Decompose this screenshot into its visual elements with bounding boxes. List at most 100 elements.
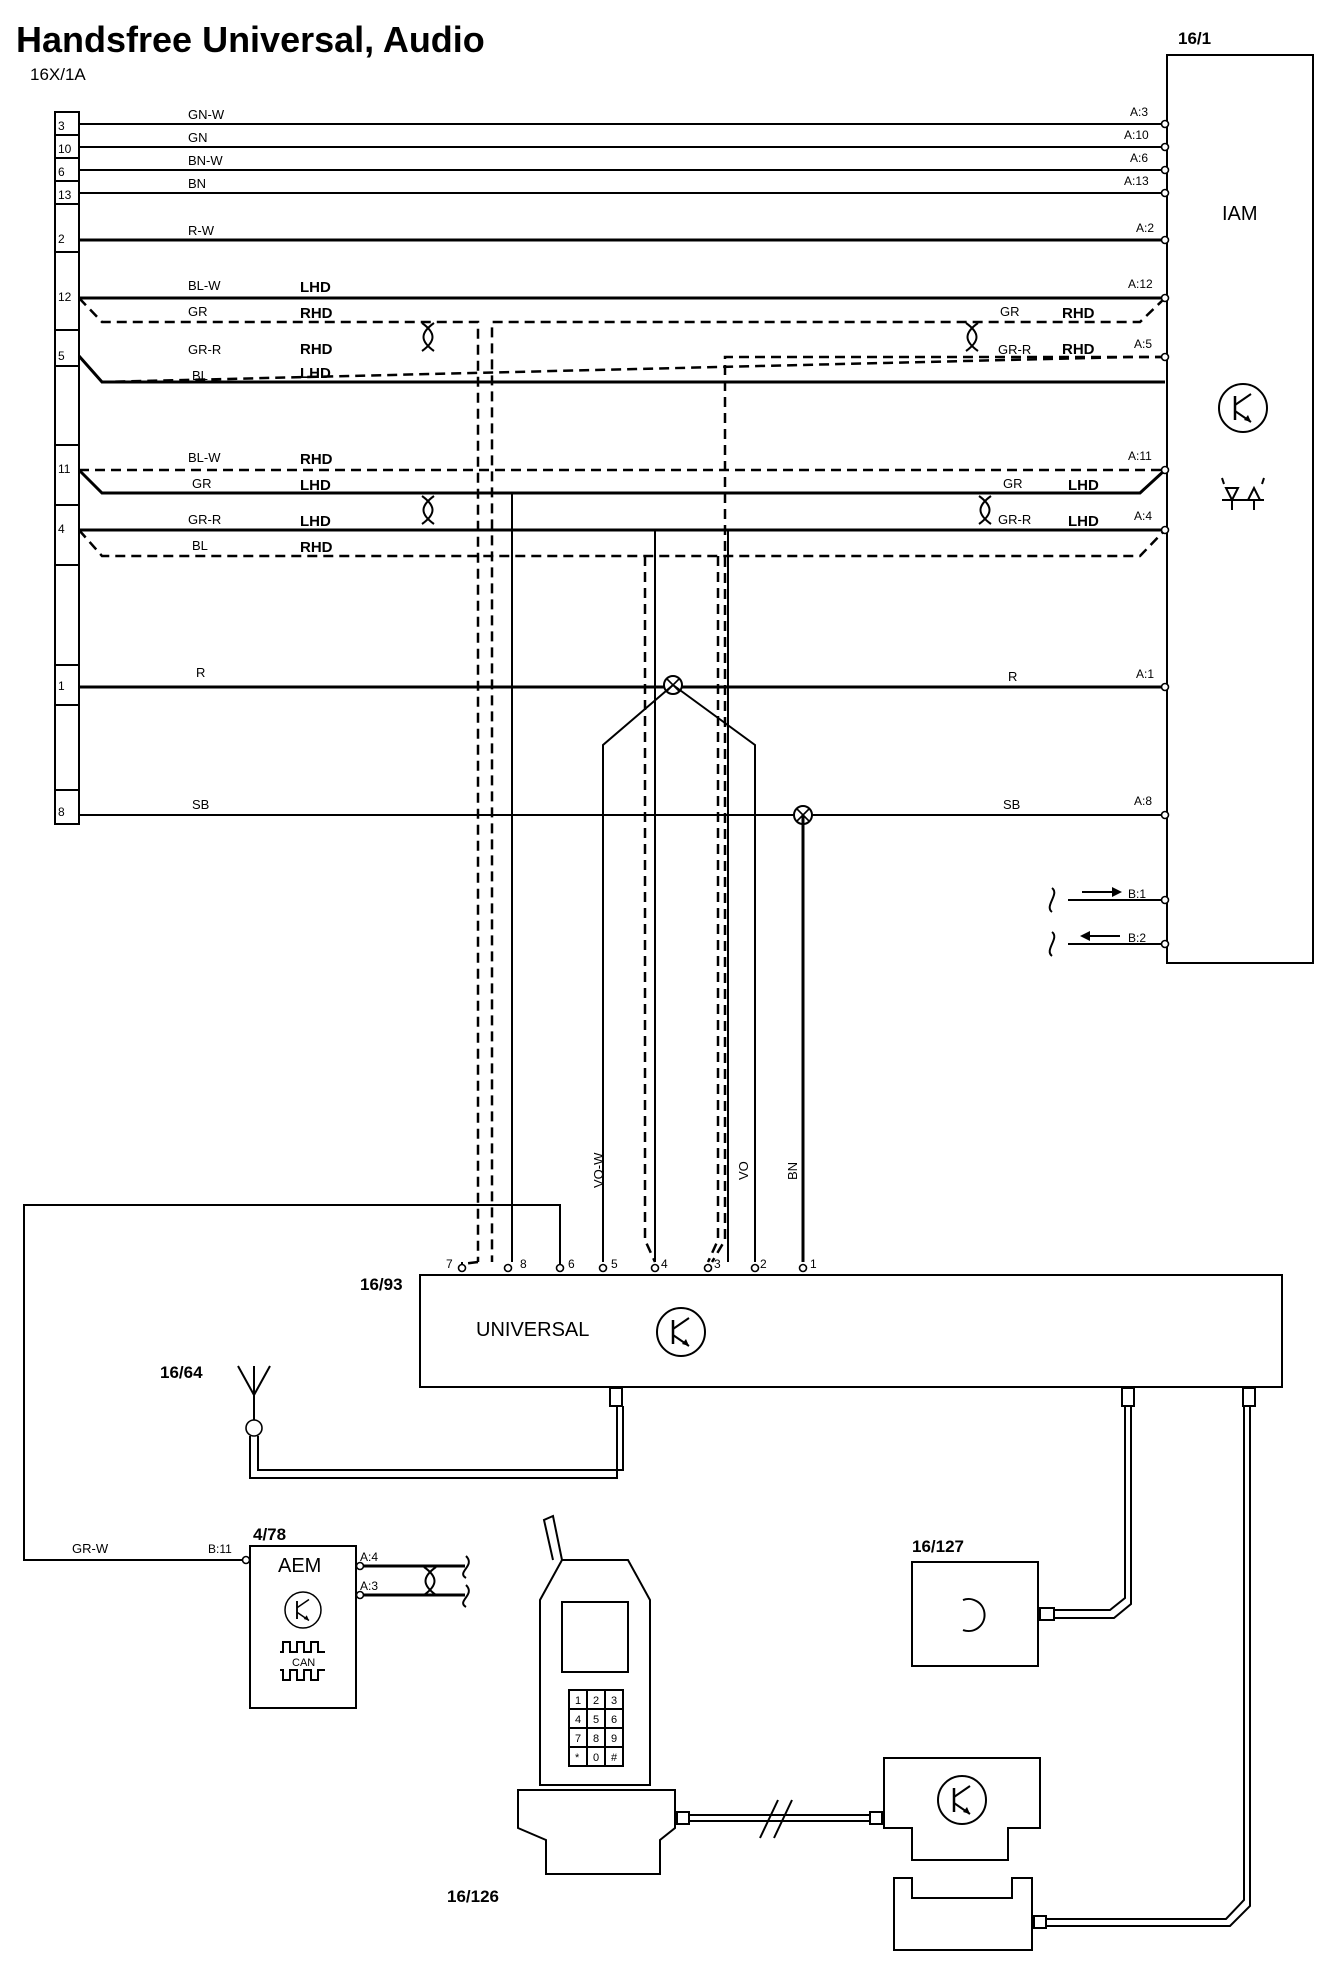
iam-label: IAM [1222,203,1258,225]
variant-label: LHD [1068,477,1099,494]
wire-label: GN-W [188,107,225,122]
connector-pin: 11 [58,462,71,476]
phone-key-label: * [575,1752,580,1764]
harness-pair-b: BL-W RHD GR LHD GR-R LHD BL RHD GR LHD G… [77,449,1170,558]
universal-module: 16/93 UNIVERSAL 7 8 6 5 4 3 2 1 [360,1257,1283,1407]
variant-label: LHD [300,513,331,530]
phone-key-label: 9 [611,1733,617,1745]
wire-label: BL [192,368,208,383]
connector-pin: 1 [58,679,65,693]
connector-16x-1a: 3 10 6 13 2 12 5 11 4 1 8 [54,111,80,825]
wire-label: GR-R [998,512,1031,527]
wire-label: GR [192,476,212,491]
transistor-icon [1217,382,1269,434]
iam-pin-label: A:10 [1124,128,1149,142]
can-signal-icon [280,1641,325,1653]
diode-pair-icon [1221,477,1265,510]
diagram-title: Handsfree Universal, Audio [16,19,485,60]
twisted-pair-icon [978,495,992,525]
connector-pin: 3 [58,119,65,133]
transistor-icon [936,1774,988,1826]
antenna-id: 16/64 [160,1363,203,1382]
universal-pin: 5 [611,1257,618,1271]
transistor-icon [655,1306,707,1358]
wire-label: GR-R [188,512,221,527]
iam-pin-label: A:3 [1130,105,1148,119]
phone-key-label: # [611,1752,618,1764]
iam-module: IAM [1166,54,1314,964]
variant-label: LHD [300,279,331,296]
transistor-icon [284,1591,322,1629]
iam-pin-label: A:13 [1124,174,1149,188]
aem-module: 4/78 B:11 AEM CAN A:4 A:3 [208,1525,470,1709]
aem-id: 4/78 [253,1525,286,1544]
iam-pin-label: A:6 [1130,151,1148,165]
variant-label: RHD [300,341,333,358]
wire-label: R-W [188,223,215,238]
connector-label: 16X/1A [30,65,86,84]
wire-label: BL [192,538,208,553]
wire-label: GN [188,130,208,145]
iam-pin-label: A:8 [1134,794,1152,808]
wire-label: GR [1000,304,1020,319]
wire-label: GR-R [998,342,1031,357]
wire-label: BN [188,176,206,191]
wire-label: GR-R [188,342,221,357]
wire-label: R [1008,669,1017,684]
phone-key-label: 3 [611,1695,617,1707]
variant-label: RHD [1062,305,1095,322]
microphone-icon [962,1598,986,1632]
universal-pin: 1 [810,1257,817,1271]
twisted-pair-icon [421,495,435,525]
iam-pin-label: B:2 [1128,931,1146,945]
phone-key-label: 4 [575,1714,581,1726]
aem-bus-label: CAN [292,1657,315,1669]
connector-pin: 4 [58,522,65,536]
iam-b-pins: B:1 B:2 [1048,887,1170,957]
universal-pin: 6 [568,1257,575,1271]
gr-w-wire [23,1204,561,1561]
universal-pin: 8 [520,1257,527,1271]
twisted-pair-icon [423,1566,437,1596]
wire-label: GR [188,304,208,319]
variant-label: LHD [1068,513,1099,530]
variant-label: LHD [300,365,331,382]
iam-pin-label: A:11 [1128,449,1152,463]
connector-pin: 10 [58,142,72,156]
harness-pair-a: BL-W LHD GR RHD GR-R RHD BL LHD GR RHD G… [77,277,1170,1263]
universal-pin: 3 [714,1257,721,1271]
iam-pin-label: A:12 [1128,277,1153,291]
power-ground-wires: R R A:1 SB SB A:8 [79,665,1170,1262]
phone-key-label: 7 [575,1733,581,1745]
can-signal-icon [280,1669,325,1681]
wire-label: GR-W [72,1541,109,1556]
universal-pin: 4 [661,1257,668,1271]
phone-key-label: 6 [611,1714,617,1726]
connector-pin: 5 [58,349,65,363]
connector-pin: 6 [58,165,65,179]
aem-label: AEM [278,1555,321,1577]
wire-label: BL-W [188,278,221,293]
variant-label: LHD [300,477,331,494]
iam-pin-label: A:1 [1136,667,1154,681]
iam-pin-label: B:1 [1128,887,1146,901]
universal-pin: 2 [760,1257,767,1271]
wire-label: VO [736,1161,751,1180]
twisted-pair-icon [421,322,435,352]
variant-label: RHD [300,451,333,468]
variant-label: RHD [300,539,333,556]
universal-label: UNIVERSAL [476,1319,589,1341]
wire-label: R [196,665,205,680]
wire-label: BN-W [188,153,223,168]
iam-pin-label: A:4 [1134,509,1152,523]
connector-pin: 2 [58,232,65,246]
cradle-id: 16/126 [447,1887,499,1906]
antenna: 16/64 [160,1363,624,1479]
microphone-id: 16/127 [912,1537,964,1556]
iam-pin-label: A:5 [1134,337,1152,351]
phone-screen [561,1601,629,1673]
phone-key-label: 8 [593,1733,599,1745]
